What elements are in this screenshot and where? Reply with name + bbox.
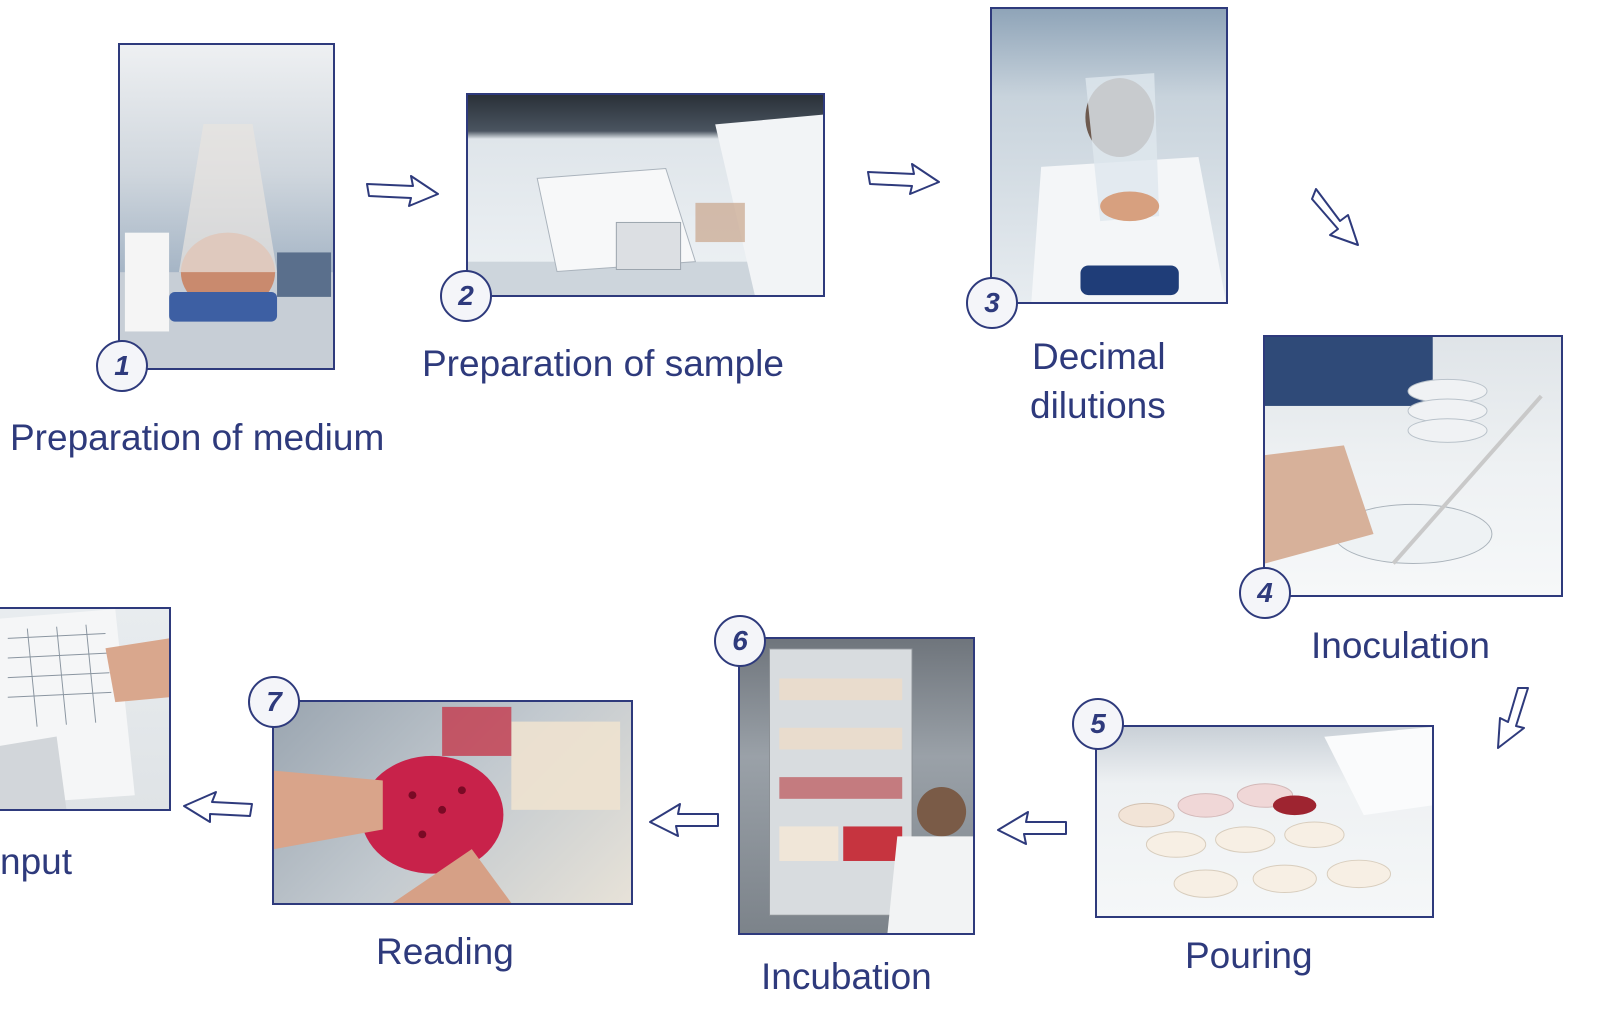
step-6-badge: 6 [714,615,766,667]
flow-arrow-icon [1492,686,1534,750]
step-4-badge: 4 [1239,567,1291,619]
step-5-label: Pouring [1185,932,1313,980]
step-1-badge: 1 [96,340,148,392]
flow-arrow-icon [866,160,941,198]
step-7-photo [272,700,633,905]
step-2-photo [466,93,825,297]
flow-arrow-icon [648,800,720,840]
flow-arrow-icon [996,808,1068,848]
step-2-label: Preparation of sample [422,340,784,388]
step-4-label: Inoculation [1311,622,1490,670]
flow-arrow-icon [182,786,254,826]
step-8-label: nput [0,838,72,886]
step-1-label: Preparation of medium [10,414,384,462]
step-3-photo [990,7,1228,304]
step-3-label-line2: dilutions [1030,382,1166,430]
step-4-photo [1263,335,1563,597]
step-6-photo [738,637,975,935]
step-3-badge: 3 [966,277,1018,329]
step-5-photo [1095,725,1434,918]
step-1-photo [118,43,335,370]
step-7-label: Reading [376,928,514,976]
flow-arrow-icon [365,172,440,210]
step-7-badge: 7 [248,676,300,728]
step-3-label-line1: Decimal [1032,333,1166,381]
flow-arrow-icon [1310,185,1362,247]
step-6-label: Incubation [761,953,932,1001]
step-5-badge: 5 [1072,698,1124,750]
step-8-photo [0,607,171,811]
step-2-badge: 2 [440,270,492,322]
